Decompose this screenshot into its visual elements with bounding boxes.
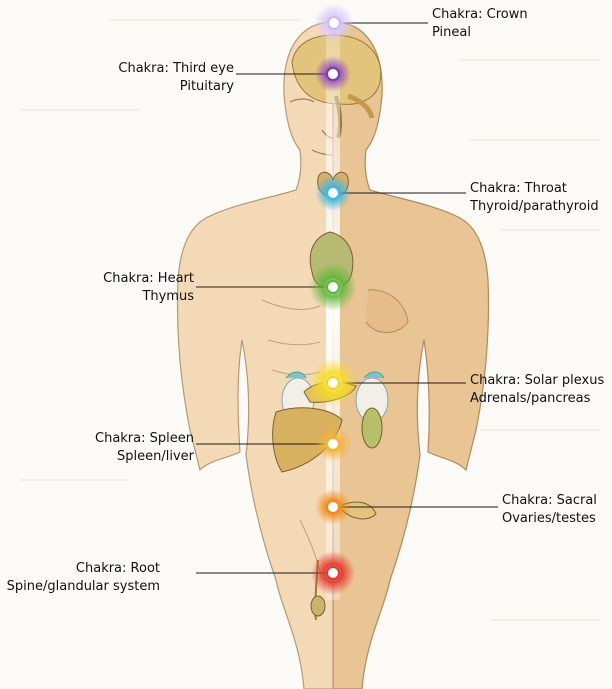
crown-chakra-icon (314, 3, 354, 43)
body-silhouette (176, 21, 490, 689)
chakra-name: Chakra: Spleen (95, 431, 194, 446)
gland-name: Thymus (142, 289, 194, 304)
chakra-name: Chakra: Third eye (118, 61, 234, 76)
chakra-name: Chakra: Crown (432, 7, 528, 22)
label-root: Chakra: Root Spine/glandular system (7, 560, 160, 596)
gland-name: Ovaries/testes (502, 511, 596, 526)
sacral-chakra-icon (315, 489, 351, 525)
label-throat: Chakra: Throat Thyroid/parathyroid (470, 180, 599, 216)
heart-chakra-icon (309, 263, 357, 311)
root-chakra-icon (311, 551, 355, 595)
chakra-name: Chakra: Heart (103, 271, 194, 286)
label-crown: Chakra: Crown Pineal (432, 6, 528, 42)
third-eye-chakra-icon (315, 56, 351, 92)
label-heart: Chakra: Heart Thymus (103, 270, 194, 306)
chakra-name: Chakra: Sacral (502, 493, 597, 508)
background-texture (20, 19, 600, 621)
organs (272, 171, 389, 621)
gland-name: Pineal (432, 25, 471, 40)
label-solar-plexus: Chakra: Solar plexus Adrenals/pancreas (470, 372, 604, 408)
leader-lines (196, 22, 498, 574)
gland-name: Thyroid/parathyroid (470, 199, 599, 214)
chakra-name: Chakra: Throat (470, 181, 567, 196)
label-sacral: Chakra: Sacral Ovaries/testes (502, 492, 597, 528)
chakra-name: Chakra: Solar plexus (470, 373, 605, 388)
chakra-points (309, 3, 357, 595)
label-third-eye: Chakra: Third eye Pituitary (118, 60, 234, 96)
solar-plexus-chakra-icon (309, 359, 357, 407)
throat-chakra-icon (315, 175, 351, 211)
spleen-chakra-icon (315, 426, 351, 462)
gland-name: Spleen/liver (117, 449, 194, 464)
gland-name: Spine/glandular system (6, 579, 160, 594)
gland-name: Adrenals/pancreas (470, 391, 591, 406)
label-spleen: Chakra: Spleen Spleen/liver (95, 430, 194, 466)
chakra-name: Chakra: Root (75, 561, 160, 576)
gland-name: Pituitary (179, 79, 234, 94)
